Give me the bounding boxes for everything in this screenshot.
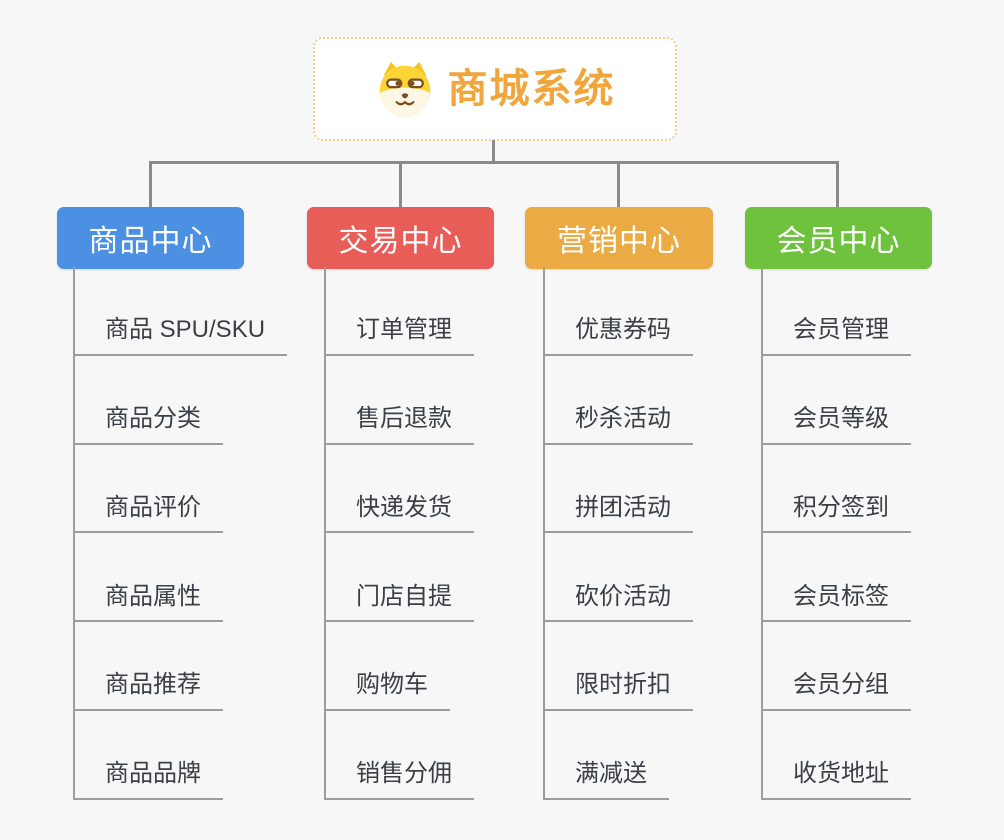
leaf-item: 快递发货 [326,445,569,534]
leaf-item: 拼团活动 [545,445,788,534]
leaf-item: 商品品牌 [75,711,318,800]
leaf-item: 销售分佣 [326,711,569,800]
leaf-member-management[interactable]: 会员管理 [763,316,911,356]
leaf-item: 优惠券码 [545,267,788,356]
branch-column-member: 会员管理 会员等级 积分签到 会员标签 会员分组 收货地址 [761,267,1004,800]
leaf-full-reduction[interactable]: 满减送 [545,760,669,800]
root-node-mall-system[interactable]: 商城系统 [313,37,677,141]
leaf-item: 会员管理 [763,267,1004,356]
branch-column-marketing: 优惠券码 秒杀活动 拼团活动 砍价活动 限时折扣 满减送 [543,267,788,800]
connector-bus [149,161,839,164]
branch-node-marketing-center[interactable]: 营销中心 [525,207,713,269]
leaf-item: 商品 SPU/SKU [75,267,318,356]
leaf-shipping-address[interactable]: 收货地址 [763,760,911,800]
branch-column-trade: 订单管理 售后退款 快递发货 门店自提 购物车 销售分佣 [324,267,569,800]
connector-drop-marketing [617,161,620,207]
leaf-item: 商品分类 [75,356,318,445]
root-title: 商城系统 [447,67,616,111]
leaf-item: 收货地址 [763,711,1004,800]
leaf-points-checkin[interactable]: 积分签到 [763,494,911,534]
leaf-flash-sale[interactable]: 秒杀活动 [545,405,693,445]
connector-drop-member [836,161,839,207]
leaf-item: 秒杀活动 [545,356,788,445]
leaf-item: 会员等级 [763,356,1004,445]
branch-node-product-center[interactable]: 商品中心 [57,207,244,269]
doge-icon [379,61,430,118]
leaf-member-tag[interactable]: 会员标签 [763,583,911,623]
leaf-product-attribute[interactable]: 商品属性 [75,583,223,623]
leaf-member-level[interactable]: 会员等级 [763,405,911,445]
leaf-item: 限时折扣 [545,622,788,712]
branch-node-trade-center[interactable]: 交易中心 [307,207,494,269]
leaf-shopping-cart[interactable]: 购物车 [326,671,450,712]
connector-drop-product [149,161,152,207]
leaf-item: 会员分组 [763,622,1004,712]
leaf-product-spu-sku[interactable]: 商品 SPU/SKU [75,316,288,356]
branch-node-member-center[interactable]: 会员中心 [745,207,932,269]
leaf-product-brand[interactable]: 商品品牌 [75,760,223,800]
leaf-coupon-code[interactable]: 优惠券码 [545,316,693,356]
leaf-product-review[interactable]: 商品评价 [75,494,223,534]
leaf-item: 商品评价 [75,445,318,534]
leaf-item: 商品属性 [75,533,318,623]
connector-root-drop [492,140,495,162]
leaf-item: 门店自提 [326,533,569,623]
leaf-item: 订单管理 [326,267,569,356]
leaf-member-group[interactable]: 会员分组 [763,671,911,712]
leaf-bargain-activity[interactable]: 砍价活动 [545,583,693,623]
connector-drop-trade [399,161,402,207]
leaf-item: 购物车 [326,622,569,712]
leaf-item: 砍价活动 [545,533,788,623]
leaf-item: 满减送 [545,711,788,800]
leaf-item: 会员标签 [763,533,1004,623]
leaf-item: 商品推荐 [75,622,318,712]
leaf-sales-commission[interactable]: 销售分佣 [326,760,474,800]
leaf-item: 积分签到 [763,445,1004,534]
leaf-aftersale-refund[interactable]: 售后退款 [326,405,474,445]
leaf-group-buy[interactable]: 拼团活动 [545,494,693,534]
leaf-express-delivery[interactable]: 快递发货 [326,494,474,534]
leaf-store-pickup[interactable]: 门店自提 [326,583,474,623]
leaf-product-recommend[interactable]: 商品推荐 [75,671,223,712]
leaf-limited-discount[interactable]: 限时折扣 [545,671,693,712]
leaf-item: 售后退款 [326,356,569,445]
leaf-product-category[interactable]: 商品分类 [75,405,223,445]
leaf-order-management[interactable]: 订单管理 [326,316,474,356]
branch-column-product: 商品 SPU/SKU 商品分类 商品评价 商品属性 商品推荐 商品品牌 [73,267,318,800]
